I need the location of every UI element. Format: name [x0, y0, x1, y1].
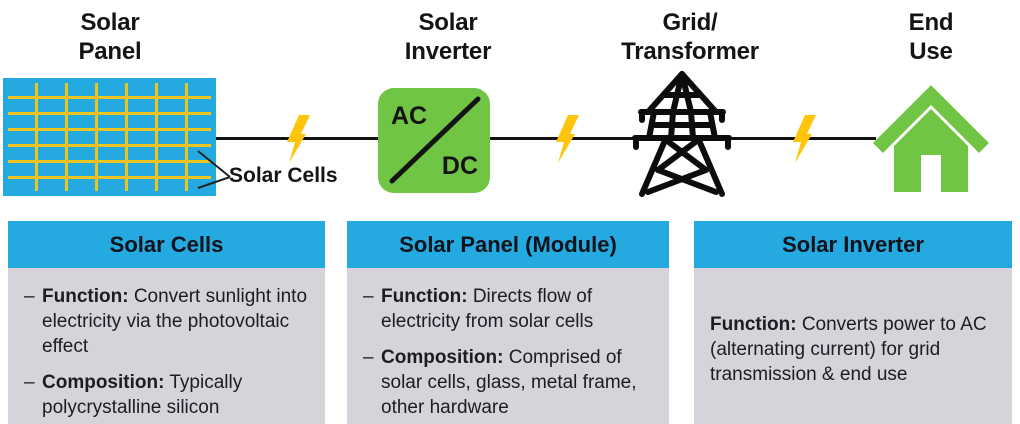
card-body: – Function: Directs flow of electricity …	[347, 268, 669, 424]
ac-label: AC	[391, 102, 428, 130]
lightning-bolt-icon	[287, 115, 310, 163]
house-icon	[873, 85, 989, 192]
solar-panel-icon	[3, 78, 216, 196]
card-header: Solar Panel (Module)	[347, 221, 669, 268]
bullet-composition: – Composition: Comprised of solar cells,…	[363, 347, 637, 418]
solar-panel-grid	[8, 83, 211, 191]
bullet-composition: – Composition: Typically polycrystalline…	[24, 372, 243, 418]
bullet-function: Function: Converts power to AC (alternat…	[710, 314, 987, 385]
transmission-tower-icon	[632, 71, 732, 197]
solar-cells-callout-label: Solar Cells	[229, 164, 338, 187]
stage-title-grid-transformer: Grid/ Transformer	[621, 9, 759, 65]
stage-title-solar-inverter: Solar Inverter	[404, 9, 492, 65]
dc-label: DC	[441, 152, 478, 180]
solar-cells-pointer-lines	[197, 150, 231, 189]
card-solar-panel-module: Solar Panel (Module) – Function: Directs…	[347, 221, 669, 424]
card-body: Function: Converts power to AC (alternat…	[694, 268, 1012, 424]
lightning-bolt-icon	[793, 115, 816, 163]
card-body: – Function: Convert sunlight into electr…	[8, 268, 325, 424]
card-header: Solar Cells	[8, 221, 325, 268]
inverter-icon: AC DC	[378, 88, 490, 193]
stage-title-solar-panel: Solar Panel	[78, 9, 142, 65]
card-header: Solar Inverter	[694, 221, 1012, 268]
card-solar-inverter: Solar Inverter Function: Converts power …	[694, 221, 1012, 424]
bullet-function: – Function: Convert sunlight into electr…	[24, 286, 308, 357]
card-solar-cells: Solar Cells – Function: Convert sunlight…	[8, 221, 325, 424]
lightning-bolt-icon	[556, 115, 579, 163]
stage-title-end-use: End Use	[908, 9, 954, 65]
bullet-function: – Function: Directs flow of electricity …	[363, 286, 594, 332]
inverter-diagonal-line	[389, 96, 481, 184]
